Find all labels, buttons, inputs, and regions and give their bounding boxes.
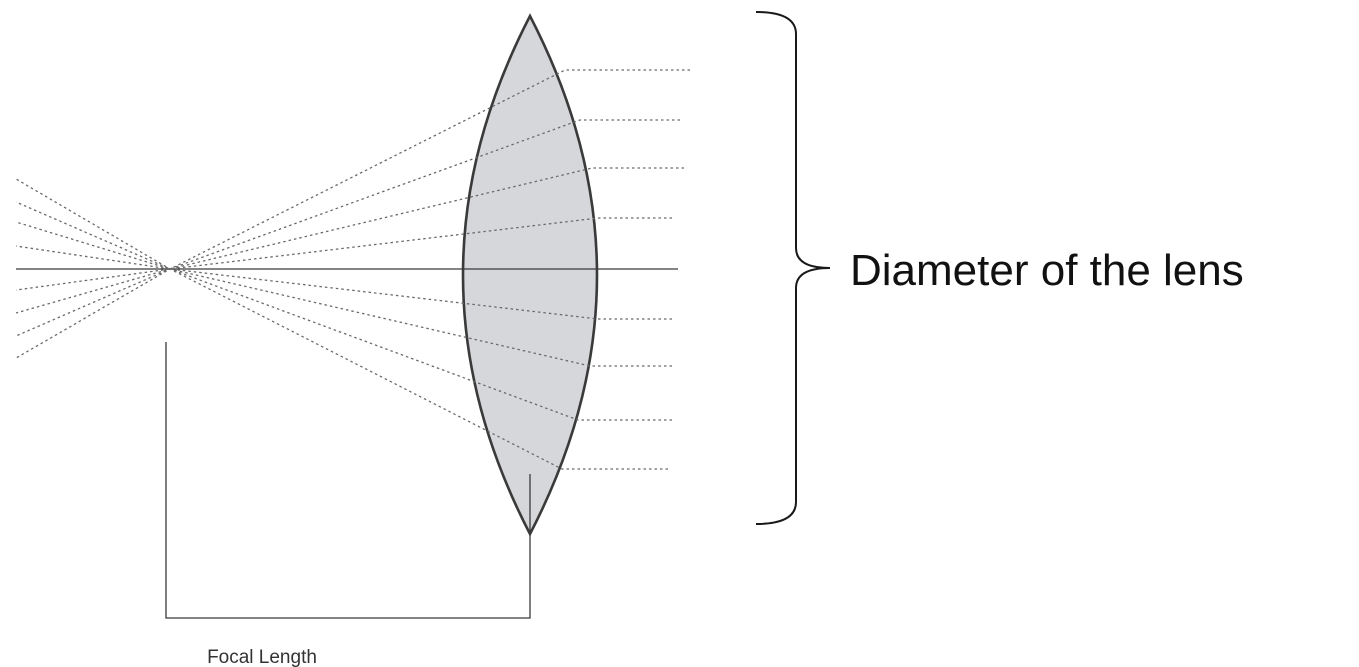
ray-3 (15, 167, 684, 270)
diameter-brace (755, 11, 831, 525)
ray-2 (15, 119, 680, 270)
focal-length-label: Focal Length (207, 647, 317, 667)
convex-lens (461, 13, 599, 537)
light-rays (15, 69, 690, 470)
diameter-label: Diameter of the lens (850, 246, 1244, 295)
ray-8 (15, 268, 668, 470)
ray-6 (15, 268, 672, 367)
ray-1 (15, 69, 690, 270)
focal-length-bracket (165, 342, 531, 619)
